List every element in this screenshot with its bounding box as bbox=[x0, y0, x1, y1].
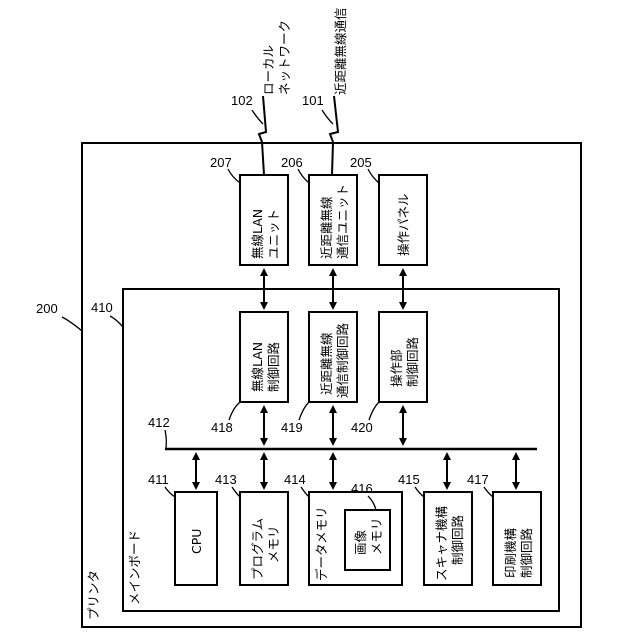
local-network-line bbox=[259, 96, 266, 175]
panel-ctrl-text-2: 制御回路 bbox=[405, 336, 420, 387]
panel-ctrl-text-1: 操作部 bbox=[389, 349, 404, 387]
program-memory-text-2: メモリ bbox=[266, 525, 281, 563]
nfc-ctrl-text-2: 通信制御回路 bbox=[335, 322, 350, 398]
program-memory-text-1: プログラム bbox=[250, 518, 265, 580]
wlan-ctrl-ref: 418 bbox=[211, 420, 233, 435]
mainboard-ref: 410 bbox=[91, 300, 113, 315]
nfc-line bbox=[330, 96, 338, 175]
printer-ref: 200 bbox=[36, 301, 58, 316]
scanner-ctrl-text-2: 制御回路 bbox=[450, 514, 465, 565]
panel-text: 操作パネル bbox=[396, 193, 411, 256]
data-memory-leader bbox=[301, 487, 309, 497]
panel-leader bbox=[368, 169, 379, 183]
wlan-ctrl-text-1: 無線LAN bbox=[250, 342, 265, 392]
print-ctrl-ref: 417 bbox=[467, 472, 489, 487]
scanner-ctrl-ref: 415 bbox=[398, 472, 420, 487]
mainboard-leader bbox=[110, 316, 123, 327]
image-memory-text-2: メモリ bbox=[369, 517, 384, 555]
wlan-ctrl-leader bbox=[229, 402, 240, 420]
printer-leader bbox=[62, 317, 82, 331]
local-network-label-1: ローカル bbox=[261, 45, 276, 95]
program-memory-leader bbox=[232, 487, 240, 497]
printer-label: プリンタ bbox=[86, 570, 101, 620]
image-memory-text-1: 画像 bbox=[353, 529, 368, 555]
panel-ctrl-leader bbox=[369, 402, 379, 420]
image-memory-ref: 416 bbox=[351, 481, 373, 496]
bus-leader bbox=[165, 430, 166, 448]
nfc-ref: 101 bbox=[302, 93, 324, 108]
nfc-unit-text-2: 通信ユニット bbox=[335, 184, 350, 259]
wlan-unit-text-1: 無線LAN bbox=[250, 209, 265, 259]
print-ctrl-leader bbox=[484, 487, 493, 497]
nfc-unit-text-1: 近距離無線 bbox=[319, 196, 334, 259]
data-memory-ref: 414 bbox=[284, 472, 306, 487]
print-ctrl-text-1: 印刷機構 bbox=[503, 527, 518, 578]
local-network-label-2: ネットワーク bbox=[277, 20, 292, 95]
scanner-ctrl-leader bbox=[415, 487, 424, 497]
panel-ctrl-ref: 420 bbox=[351, 420, 373, 435]
nfc-ctrl-text-1: 近距離無線 bbox=[319, 332, 334, 395]
local-network-leader bbox=[252, 110, 263, 124]
bus-ref: 412 bbox=[148, 415, 170, 430]
data-memory-text: データメモリ bbox=[314, 506, 329, 581]
wlan-unit-ref: 207 bbox=[210, 155, 232, 170]
image-memory-leader bbox=[368, 496, 376, 510]
cpu-leader bbox=[165, 487, 175, 497]
nfc-unit-ref: 206 bbox=[281, 155, 303, 170]
scanner-ctrl-text-1: スキャナ機構 bbox=[434, 505, 449, 581]
wlan-unit-leader bbox=[228, 169, 240, 183]
nfc-ctrl-leader bbox=[299, 402, 309, 420]
program-memory-ref: 413 bbox=[215, 472, 237, 487]
cpu-ref: 411 bbox=[148, 472, 169, 487]
wlan-unit-text-2: ユニット bbox=[266, 209, 281, 259]
local-network-ref: 102 bbox=[231, 93, 253, 108]
nfc-unit-leader bbox=[298, 169, 309, 183]
panel-ref: 205 bbox=[350, 155, 372, 170]
nfc-label: 近距離無線通信 bbox=[333, 7, 348, 95]
print-ctrl-text-2: 制御回路 bbox=[519, 527, 534, 578]
mainboard-label: メインボード bbox=[127, 530, 142, 605]
wlan-ctrl-text-2: 制御回路 bbox=[266, 341, 281, 392]
nfc-leader bbox=[322, 110, 333, 124]
cpu-text: CPU bbox=[189, 529, 204, 554]
nfc-ctrl-ref: 419 bbox=[281, 420, 303, 435]
